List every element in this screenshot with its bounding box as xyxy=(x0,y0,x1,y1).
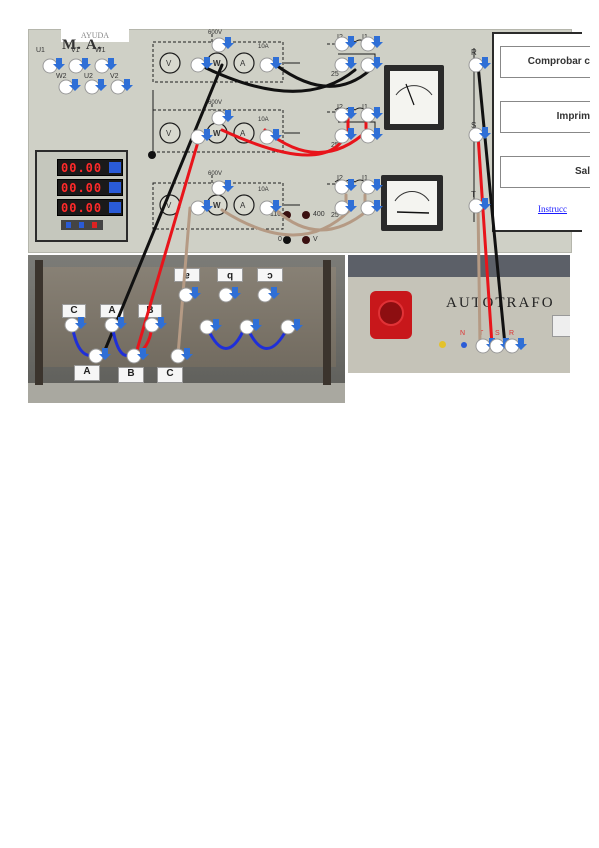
label-25-mid: 25 xyxy=(331,142,339,149)
label-i2-mid: I2 xyxy=(337,104,343,111)
label-w-mid: W xyxy=(213,129,221,138)
label-vv: V xyxy=(313,236,318,243)
label-a-top: A xyxy=(240,59,246,68)
voltmeter-needle-icon xyxy=(395,83,433,106)
label-w2: W2 xyxy=(56,73,67,80)
ammeter-needle-icon xyxy=(394,191,430,214)
label-volt-top: 600V xyxy=(208,30,223,36)
label-phase-t: T xyxy=(471,190,476,199)
action-panel: Comprobar c Imprim Sal Instrucc xyxy=(492,32,590,232)
tag-primary-b: B xyxy=(138,304,162,318)
label-v-bot: V xyxy=(166,201,172,210)
label-phase-r: R xyxy=(471,48,477,57)
label-amp-mid: 10A xyxy=(258,117,269,123)
label-n: N xyxy=(460,330,466,337)
transformer-bolt-left xyxy=(35,260,43,385)
meter-display-1: 00.00 xyxy=(57,159,123,176)
tag-secondary-c: c xyxy=(257,268,283,282)
meter-display-3: 00.00 xyxy=(57,199,123,216)
tag-secondary-a: a xyxy=(174,268,200,282)
autotrafo-title: AUTOTRAFO xyxy=(446,295,555,311)
label-w-bot: W xyxy=(213,201,221,210)
side-switch xyxy=(552,315,570,337)
label-i1-mid: I1 xyxy=(362,104,368,111)
transformer-bolt-right xyxy=(323,260,331,385)
label-t: T xyxy=(479,330,484,337)
check-button[interactable]: Comprobar c xyxy=(500,46,590,78)
tag-bottom-b: B xyxy=(118,367,144,383)
label-w-top: W xyxy=(213,59,221,68)
tag-bottom-c: C xyxy=(157,367,183,383)
tag-primary-a: A xyxy=(100,304,124,318)
transformer-base xyxy=(28,383,345,403)
label-v2: V2 xyxy=(110,73,119,80)
tag-bottom-a: A xyxy=(74,365,100,381)
ground-terminal xyxy=(439,341,446,348)
label-u1: U1 xyxy=(36,47,45,54)
label-volt-mid: 600V xyxy=(208,100,223,106)
label-amp-bot: 10A xyxy=(258,187,269,193)
label-r: R xyxy=(509,330,515,337)
terminals[interactable] xyxy=(42,36,527,364)
label-u2: U2 xyxy=(84,73,93,80)
ayuda-button[interactable]: AYUDA xyxy=(61,29,129,42)
analog-ammeter xyxy=(381,175,443,231)
autotrafo-photo: AUTOTRAFO N T S R xyxy=(348,255,570,373)
panel-title: M. A. xyxy=(62,37,103,53)
meter-keypad xyxy=(61,220,103,230)
label-v-mid: V xyxy=(166,129,172,138)
analog-voltmeter xyxy=(384,65,444,130)
label-volt-bot: 600V xyxy=(208,171,223,177)
label-400: 400 xyxy=(313,211,325,218)
label-v1: V1 xyxy=(71,47,80,54)
exit-button[interactable]: Sal xyxy=(500,156,590,188)
label-amp-top: 10A xyxy=(258,44,269,50)
label-v-top: V xyxy=(166,59,172,68)
power-socket-icon xyxy=(370,291,412,339)
digital-power-meter: 00.00 00.00 00.00 xyxy=(35,150,128,242)
label-phase-s: S xyxy=(471,121,477,130)
label-w1: W1 xyxy=(95,47,106,54)
label-i2-bot: I2 xyxy=(337,175,343,182)
label-a-mid: A xyxy=(240,129,246,138)
label-s: S xyxy=(495,330,500,337)
print-button[interactable]: Imprim xyxy=(500,101,590,133)
tag-secondary-b: b xyxy=(217,268,243,282)
tag-primary-c: C xyxy=(62,304,86,318)
label-0: 0 xyxy=(278,236,282,243)
autotrafo-top xyxy=(348,255,570,277)
label-i1-bot: I1 xyxy=(362,175,368,182)
instructions-link[interactable]: Instrucc xyxy=(538,204,567,214)
label-25-top: 25 xyxy=(331,71,339,78)
neutral-terminal xyxy=(461,342,467,348)
label-a-bot: A xyxy=(240,201,246,210)
meter-display-2: 00.00 xyxy=(57,179,123,196)
